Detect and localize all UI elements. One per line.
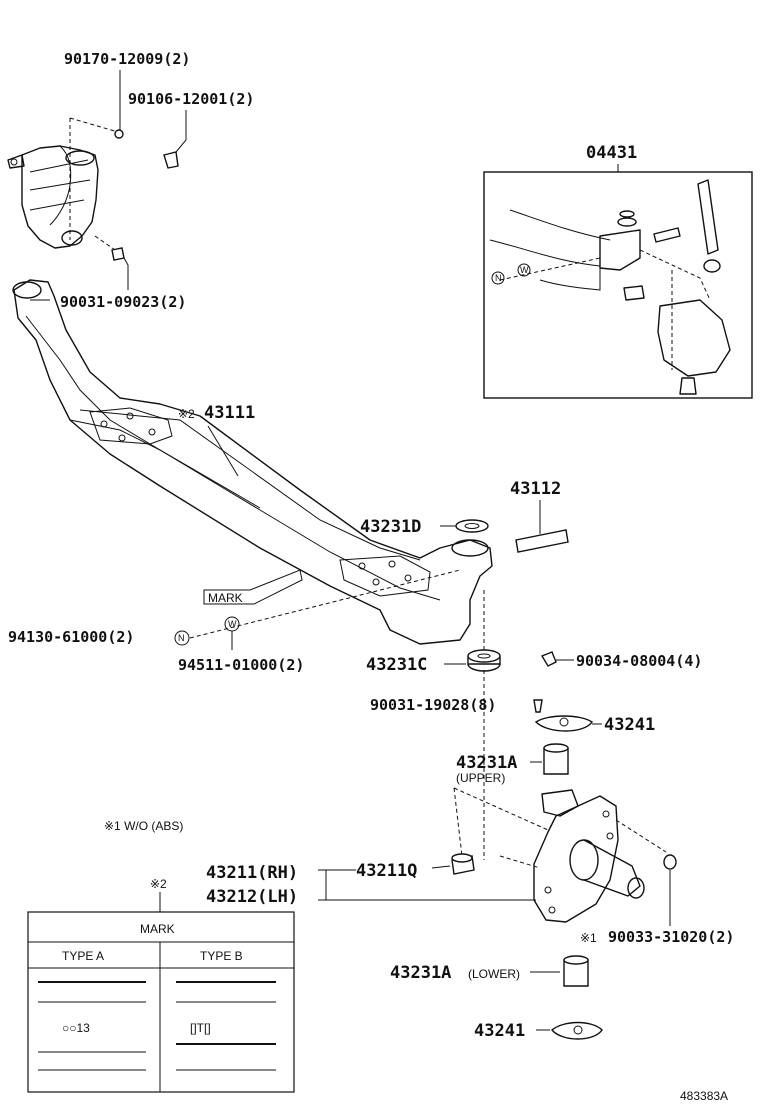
grease-fitting-90034 (540, 651, 557, 667)
shim-43231D (455, 519, 489, 533)
label-43231A-upper: 43231A (456, 753, 517, 773)
mark-table-title: MARK (140, 922, 175, 936)
steering-knuckle-top-left (7, 145, 99, 249)
dash-line-nut (189, 569, 461, 639)
dash-line-knuckle-plug (615, 819, 667, 853)
label-04431: 04431 (586, 143, 637, 163)
mark-table: MARK TYPE A TYPE B ○○13 []T[] (27, 911, 295, 1093)
mark-type-b: []T[] (190, 1021, 211, 1035)
label-43111: 43111 (204, 403, 255, 423)
label-90031-19028: 90031-19028(8) (370, 696, 496, 714)
dash-line-knuckle-arm (453, 787, 549, 831)
label-lower-note: (LOWER) (468, 967, 520, 981)
dash-line-knuckle-q (453, 787, 463, 857)
label-94130-61000: 94130-61000(2) (8, 628, 134, 646)
nut-symbol-circle (174, 630, 190, 646)
dash-line-knuckle-q2 (499, 855, 541, 869)
leader-90106 (175, 110, 187, 153)
label-90033-mark: ※1 (580, 931, 597, 945)
label-90033-31020: 90033-31020(2) (608, 928, 734, 946)
drawing-number: 483383A (680, 1089, 728, 1103)
label-43241-upper: 43241 (604, 715, 655, 735)
mark-tag-label: MARK (208, 591, 243, 605)
label-90034-08004: 90034-08004(4) (576, 652, 702, 670)
label-43231D: 43231D (360, 517, 421, 537)
label-43241-lower: 43241 (474, 1021, 525, 1041)
label-43111-mark: ※2 (178, 407, 195, 421)
grease-fitting-90031 (111, 247, 125, 261)
label-90031-09023: 90031-09023(2) (60, 293, 186, 311)
bracket-43211-43212 (318, 869, 327, 901)
label-43112: 43112 (510, 479, 561, 499)
mark-type-a: ○○13 (62, 1021, 90, 1035)
thrust-bearing-43231C (467, 649, 501, 672)
bolt-90031-19028 (533, 699, 543, 713)
label-90106-12001: 90106-12001(2) (128, 90, 254, 108)
label-43212-lh: 43212(LH) (206, 887, 298, 907)
label-43231A-lower: 43231A (390, 963, 451, 983)
bushing-43231A-lower (563, 955, 589, 987)
label-43211Q: 43211Q (356, 861, 417, 881)
label-43231C: 43231C (366, 655, 427, 675)
king-pin-43112 (515, 529, 569, 553)
cap-43241-upper (534, 715, 593, 732)
leader-43111 (207, 425, 239, 477)
grease-fitting-90170 (114, 129, 124, 139)
steering-knuckle-43211 (533, 789, 645, 923)
mark-tag: MARK (203, 569, 303, 605)
kit-nut-symbol: N (495, 273, 502, 283)
label-94511-01000: 94511-01000(2) (178, 656, 304, 674)
bushing-43211Q (451, 853, 475, 875)
nut-symbol: N (178, 633, 185, 643)
dash-line-knuckle-2 (69, 117, 119, 133)
mark-table-col-a: TYPE A (62, 949, 104, 963)
plug-90033 (663, 854, 677, 870)
kit-washer-symbol: W (520, 265, 529, 275)
mark-table-col-b: TYPE B (200, 949, 243, 963)
leader-90031-09023 (123, 257, 129, 290)
bolt-90106 (163, 151, 179, 169)
kit-04431-box (483, 171, 753, 399)
label-upper-note: (UPPER) (456, 771, 505, 785)
front-axle-beam (12, 279, 493, 645)
table-mark: ※2 (150, 877, 167, 891)
bushing-43231A-upper (543, 743, 569, 775)
note-wo-abs: ※1 W/O (ABS) (104, 819, 183, 833)
cap-43241-lower (551, 1021, 603, 1040)
leader-43211Q (431, 865, 451, 869)
label-90170-12009: 90170-12009(2) (64, 50, 190, 68)
washer-symbol: W (228, 619, 237, 629)
kit-04431-contents: N W (489, 179, 731, 395)
label-43211-rh: 43211(RH) (206, 863, 298, 883)
